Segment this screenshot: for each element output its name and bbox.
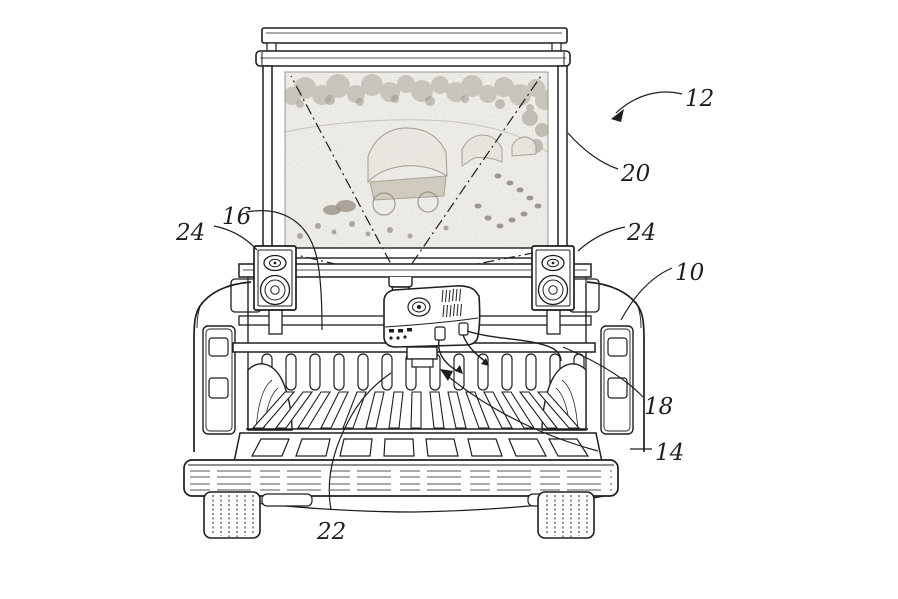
upper-rail [238,263,592,278]
right-speaker-post [546,309,561,335]
leader-lines [213,91,683,511]
leader-20 [567,132,619,170]
ref-label-22: 22 [316,519,346,545]
leader-12 [615,91,683,114]
arrowhead-12 [611,109,624,122]
right-speaker [531,245,575,311]
left-speaker [253,245,297,311]
leader-16 [245,210,323,331]
tailgate [233,432,603,463]
projector [383,277,562,374]
rear-bumper [183,459,619,497]
ref-label-24-left: 24 [175,220,205,246]
projector-speaker-ring [407,297,431,317]
projector-mount [406,346,438,360]
left-wheel [203,491,261,539]
leader-10 [620,267,673,321]
tailgate-holes [251,438,590,457]
projector-hanger [388,277,413,288]
screen-photo [285,72,548,250]
leader-18 [562,346,644,398]
reference-numerals: 16 24 12 20 24 10 18 14 22 [175,86,714,545]
projector-port-a [434,326,446,341]
ref-label-16: 16 [222,204,251,230]
leader-22 [328,372,392,511]
bed-floor-ribs [251,391,581,429]
right-taillight [600,325,634,435]
truck-body [193,281,645,452]
arrowhead-22 [440,369,453,381]
ref-label-10: 10 [675,260,704,286]
leader-24-right [577,226,626,252]
screen-roller-bar [255,50,571,67]
ref-label-12: 12 [685,86,714,112]
right-wheel [537,491,595,539]
left-taillight [202,325,236,435]
screen-bottom-slat [262,247,568,259]
projection-screen-assembly [255,27,571,283]
leader-22-arrow-branch [442,371,599,452]
ref-label-20: 20 [620,161,650,187]
projector-body [383,285,481,348]
ref-label-18: 18 [644,394,673,420]
screen-top-cap [261,27,568,44]
left-speaker-post [268,309,283,335]
ref-label-14: 14 [655,440,684,466]
ref-label-24-right: 24 [626,220,656,246]
projector-port-b [458,322,469,336]
leader-24-left [213,225,258,251]
left-hitch-step [261,493,313,507]
projector-vents [441,288,462,318]
projector-buttons [389,328,412,340]
